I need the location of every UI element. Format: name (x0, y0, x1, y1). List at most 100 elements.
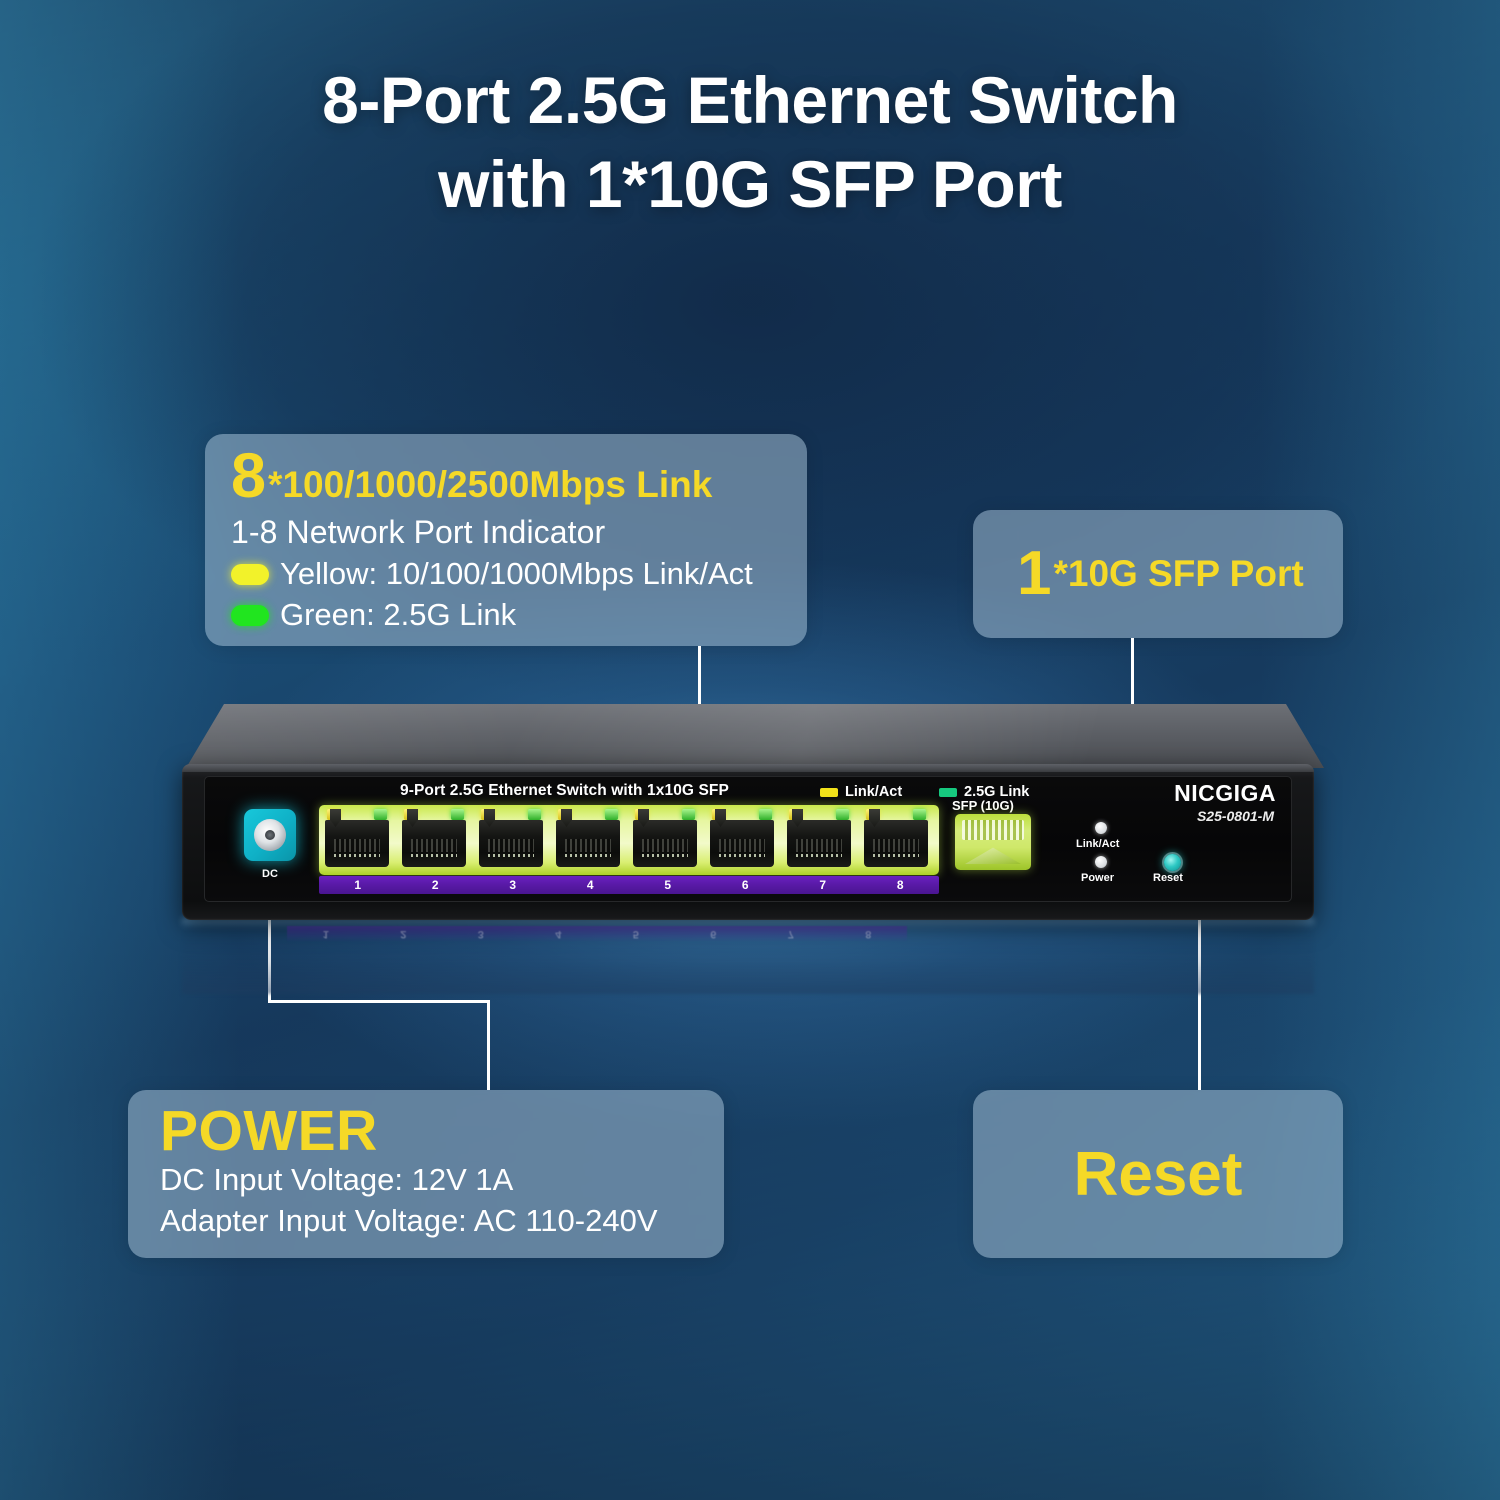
rj45-tab-icon (330, 809, 341, 827)
rj45-pins-icon (719, 839, 765, 852)
port-led-green-icon (451, 809, 464, 820)
rj45-contacts-icon (488, 854, 534, 857)
callout-ports-headline-text: *100/1000/2500Mbps Link (268, 464, 713, 505)
reflection-port-number: 2 (400, 928, 407, 940)
rj45-tab-icon (638, 809, 649, 827)
rj45-port[interactable] (323, 809, 391, 867)
callout-reset: Reset (973, 1090, 1343, 1258)
port-led-green-icon (605, 809, 618, 820)
device-top-rim (182, 764, 1314, 772)
yellow-led-icon (231, 563, 269, 585)
front-panel-legend-25g: 2.5G Link (939, 784, 1029, 800)
callout-reset-title: Reset (1073, 1139, 1243, 1209)
rj45-pins-icon (488, 839, 534, 852)
rj45-tab-icon (484, 809, 495, 827)
callout-legend-row-green: Green: 2.5G Link (231, 597, 785, 633)
dc-jack-label: DC (262, 868, 278, 880)
port-led-green-icon (528, 809, 541, 820)
port-number-label: 8 (896, 878, 904, 892)
callout-legend-row-yellow: Yellow: 10/100/1000Mbps Link/Act (231, 556, 785, 592)
rj45-pins-icon (411, 839, 457, 852)
port-led-green-icon (682, 809, 695, 820)
port-number-strip: 1 2 3 4 5 6 7 8 (319, 876, 939, 894)
reset-button[interactable] (1164, 854, 1181, 871)
rj45-port[interactable] (862, 809, 930, 867)
sfp-port-label: SFP (10G) (952, 798, 1014, 813)
status-led-power-label: Power (1081, 872, 1115, 884)
reflection-port-number: 7 (787, 928, 794, 940)
rj45-tab-icon (561, 809, 572, 827)
port-number-label: 3 (509, 878, 517, 892)
leader-line-power-horizontal (268, 1000, 490, 1003)
leader-line-ports-vertical (698, 646, 701, 725)
device-reflection-port-strip: 1 2 3 4 5 6 7 8 (287, 926, 907, 942)
callout-power-dc-line: DC Input Voltage: 12V 1A (160, 1162, 514, 1198)
rj45-port[interactable] (554, 809, 622, 867)
callout-power-title: POWER (160, 1099, 378, 1163)
reflection-port-number: 5 (632, 928, 639, 940)
rj45-contacts-icon (873, 854, 919, 857)
port-number-label: 7 (819, 878, 827, 892)
callout-sfp-count: 1 (1017, 539, 1052, 609)
rj45-contacts-icon (796, 854, 842, 857)
reset-button-label: Reset (1153, 872, 1183, 884)
rj45-port-block (319, 805, 939, 875)
25glink-swatch-icon (939, 787, 957, 797)
linkact-swatch-icon (820, 787, 838, 797)
rj45-pins-icon (642, 839, 688, 852)
rj45-contacts-icon (334, 854, 380, 857)
rj45-contacts-icon (411, 854, 457, 857)
front-panel-legend-linkact: Link/Act (820, 784, 902, 800)
rj45-port[interactable] (708, 809, 776, 867)
rj45-port[interactable] (477, 809, 545, 867)
rj45-tab-icon (715, 809, 726, 827)
rj45-pins-icon (873, 839, 919, 852)
callout-sfp-port: 1 *10G SFP Port (973, 510, 1343, 638)
port-number-label: 6 (741, 878, 749, 892)
status-led-power-icon (1095, 856, 1107, 868)
status-led-linkact-label: Link/Act (1076, 838, 1120, 850)
callout-power: POWER DC Input Voltage: 12V 1A Adapter I… (128, 1090, 724, 1258)
device-front-panel: 9-Port 2.5G Ethernet Switch with 1x10G S… (204, 776, 1292, 902)
dc-jack-pin-icon (265, 830, 275, 840)
reflection-port-number: 8 (865, 928, 872, 940)
model-number: S25-0801-M (1196, 808, 1274, 824)
rj45-contacts-icon (719, 854, 765, 857)
front-panel-model-text: 9-Port 2.5G Ethernet Switch with 1x10G S… (400, 782, 729, 799)
reflection-port-number: 6 (710, 928, 717, 940)
rj45-port[interactable] (400, 809, 468, 867)
rj45-pins-icon (334, 839, 380, 852)
ethernet-switch-device: 9-Port 2.5G Ethernet Switch with 1x10G S… (172, 704, 1324, 920)
rj45-pins-icon (796, 839, 842, 852)
rj45-tab-icon (869, 809, 880, 827)
linkact-legend-label: Link/Act (845, 784, 903, 800)
port-led-green-icon (913, 809, 926, 820)
port-led-green-icon (374, 809, 387, 820)
callout-power-adapter-line: Adapter Input Voltage: AC 110-240V (160, 1203, 658, 1239)
rj45-pins-icon (565, 839, 611, 852)
green-led-icon (231, 604, 269, 626)
callout-ports-headline: 8 *100/1000/2500Mbps Link (231, 445, 785, 508)
port-number-label: 5 (664, 878, 672, 892)
port-led-green-icon (759, 809, 772, 820)
callout-sfp-headline-text: *10G SFP Port (1053, 553, 1304, 594)
device-top-surface (186, 704, 1324, 768)
rj45-port[interactable] (785, 809, 853, 867)
rj45-tab-icon (792, 809, 803, 827)
leader-line-sfp-vertical (1131, 638, 1134, 730)
reflection-port-number: 4 (555, 928, 562, 940)
callout-legend-yellow-label: Yellow: 10/100/1000Mbps Link/Act (280, 556, 753, 591)
dc-power-jack[interactable] (244, 809, 296, 861)
rj45-port[interactable] (631, 809, 699, 867)
port-number-label: 2 (431, 878, 439, 892)
sfp-port-cage[interactable] (955, 814, 1031, 870)
callout-legend-green-label: Green: 2.5G Link (280, 597, 517, 632)
leader-line-power-vertical (487, 1000, 490, 1090)
callout-network-ports: 8 *100/1000/2500Mbps Link 1-8 Network Po… (205, 434, 807, 646)
callout-ports-subtitle: 1-8 Network Port Indicator (231, 514, 606, 550)
rj45-tab-icon (407, 809, 418, 827)
reflection-port-number: 1 (322, 928, 329, 940)
device-top-sheen (186, 704, 1324, 768)
brand-logo: NICGIGA (1174, 780, 1276, 806)
rj45-contacts-icon (565, 854, 611, 857)
